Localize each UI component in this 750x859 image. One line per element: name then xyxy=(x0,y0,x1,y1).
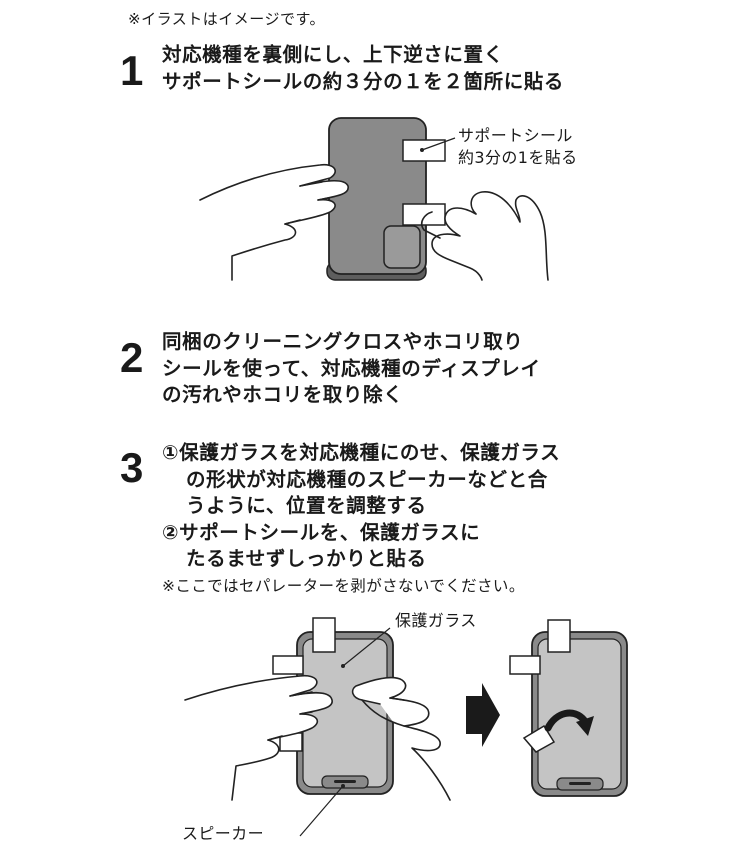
phone-glass-placed-illustration xyxy=(509,619,628,797)
protective-glass-callout: 保護ガラス xyxy=(395,611,477,630)
support-seal-callout-line-1: サポートシール xyxy=(458,126,573,145)
support-seal-bottom xyxy=(402,203,446,226)
step-1-line-1: 対応機種を裏側にし、上下逆さに置く xyxy=(162,43,504,66)
step-3-line-1: ①保護ガラスを対応機種にのせ、保護ガラス xyxy=(162,441,561,464)
step-2-text: 同梱のクリーニングクロスやホコリ取り シールを使って、対応機種のディスプレイ の… xyxy=(162,329,541,409)
step-3-text: ①保護ガラスを対応機種にのせ、保護ガラス の形状が対応機種のスピーカーなどと合 … xyxy=(162,440,560,573)
step-1-text: 対応機種を裏側にし、上下逆さに置く サポートシールの約３分の１を２箇所に貼る xyxy=(162,42,564,95)
step-3-line-4: ②サポートシールを、保護ガラスに xyxy=(162,520,481,544)
step-1-line-2: サポートシールの約３分の１を２箇所に貼る xyxy=(162,69,565,93)
step-3-line-2: の形状が対応機種のスピーカーなどと合 xyxy=(186,467,548,491)
support-seal-callout-line-2: 約3分の1を貼る xyxy=(458,148,578,167)
speaker-callout: スピーカー xyxy=(182,824,265,843)
step-3-line-5: たるませずしっかりと貼る xyxy=(186,547,427,570)
hands-icon xyxy=(199,163,349,281)
support-seal-folding xyxy=(522,724,556,753)
camera-module-icon xyxy=(383,225,421,269)
illustration-note: ※イラストはイメージです。 xyxy=(128,10,325,28)
flip-arrow-icon xyxy=(544,709,594,736)
step-2-line-1: 同梱のクリーニングクロスやホコリ取り xyxy=(162,330,524,353)
step-3-number: 3 xyxy=(120,444,144,491)
support-seal-top xyxy=(402,139,446,162)
step-2-line-2: シールを使って、対応機種のディスプレイ xyxy=(162,356,541,380)
phone-with-glass-illustration xyxy=(272,617,394,837)
step-2-line-3: の汚れやホコリを取り除く xyxy=(162,383,404,406)
hands-icon xyxy=(351,676,451,801)
arrow-right-icon xyxy=(466,683,500,747)
hands-icon xyxy=(420,191,549,281)
step-3-line-3: うように、位置を調整する xyxy=(186,494,427,517)
hands-icon xyxy=(184,674,333,801)
step-2-number: 2 xyxy=(120,334,144,381)
support-seal-callout: サポートシール 約3分の1を貼る xyxy=(458,125,578,169)
step-3-note: ※ここではセパレーターを剥がさないでください。 xyxy=(162,577,525,595)
phone-back-illustration xyxy=(326,117,456,281)
step-1-number: 1 xyxy=(120,47,144,94)
